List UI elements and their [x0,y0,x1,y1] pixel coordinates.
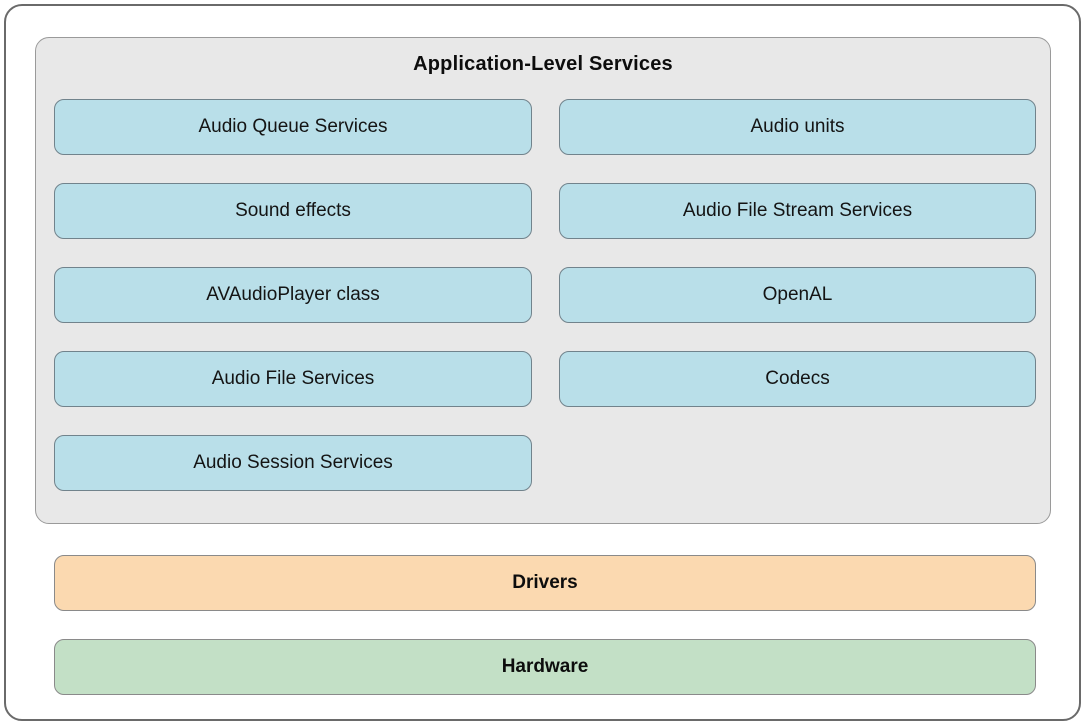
services-right-column: Audio units Audio File Stream Services O… [559,99,1036,407]
service-box-audio-file-stream-services: Audio File Stream Services [559,183,1036,239]
outer-frame: Application-Level Services Audio Queue S… [4,4,1081,721]
service-box-audio-file-services: Audio File Services [54,351,532,407]
service-box-audio-session-services: Audio Session Services [54,435,532,491]
service-box-audio-units: Audio units [559,99,1036,155]
service-box-openal: OpenAL [559,267,1036,323]
application-services-group: Application-Level Services Audio Queue S… [35,37,1051,524]
service-box-sound-effects: Sound effects [54,183,532,239]
service-box-codecs: Codecs [559,351,1036,407]
service-box-avaudioplayer-class: AVAudioPlayer class [54,267,532,323]
services-left-column: Audio Queue Services Sound effects AVAud… [54,99,532,491]
service-box-audio-queue-services: Audio Queue Services [54,99,532,155]
drivers-layer: Drivers [54,555,1036,611]
hardware-layer: Hardware [54,639,1036,695]
application-services-title: Application-Level Services [413,53,673,75]
